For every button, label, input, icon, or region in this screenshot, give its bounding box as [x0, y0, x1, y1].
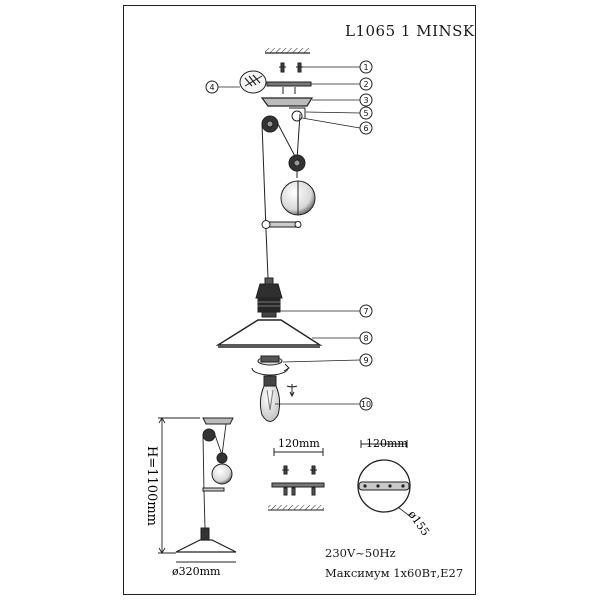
ceiling-hatch — [265, 48, 310, 54]
part-1-anchors — [279, 62, 303, 73]
callout-circle-7 — [359, 304, 373, 318]
plate-fasteners — [283, 487, 316, 496]
callout-circle-6 — [359, 121, 373, 135]
callout-circle-2 — [359, 77, 373, 91]
mounting-plate — [271, 482, 325, 488]
canopy-diameter-leader — [397, 506, 413, 519]
height-dimension-line — [158, 417, 200, 554]
callout-8: 8 — [363, 334, 368, 343]
callout-2: 2 — [363, 80, 368, 89]
crossbar-holes — [363, 484, 405, 488]
mount-spacing-label: 120mm — [278, 437, 320, 450]
counterweight — [280, 154, 316, 216]
callout-circle-4 — [205, 80, 219, 94]
part-5-pulley-hook — [289, 107, 306, 122]
callout-9: 9 — [363, 356, 368, 365]
height-label: H=1100mm — [144, 446, 159, 526]
callout-3: 3 — [363, 96, 368, 105]
callout-circle-1 — [359, 60, 373, 74]
canopy-crossbar — [358, 481, 410, 491]
part-4-terminal-block — [239, 70, 267, 94]
part-6-pulley-wheel — [261, 115, 279, 133]
assembled-view — [175, 417, 237, 553]
canopy-spacing-label: 120mm — [366, 437, 408, 450]
model-title: L1065 1 MINSK — [345, 22, 475, 40]
callout-leaders — [218, 66, 361, 405]
voltage-spec: 230V~50Hz — [325, 546, 396, 560]
part-8-shade — [215, 319, 323, 346]
part-7-lamp-holder — [255, 277, 283, 318]
mounting-screws — [282, 465, 317, 475]
part-10-bulb — [259, 375, 298, 422]
shade-diameter-label: ø320mm — [172, 565, 221, 578]
callout-4: 4 — [209, 83, 214, 92]
callout-circle-9 — [359, 353, 373, 367]
adjuster-arm — [261, 220, 302, 229]
callout-circle-8 — [359, 331, 373, 345]
part-2-mounting-bar — [266, 81, 312, 94]
callout-7: 7 — [363, 307, 368, 316]
pulley-cords — [261, 113, 301, 279]
callout-5: 5 — [363, 109, 368, 118]
part-3-canopy — [260, 97, 314, 107]
drawing-frame — [123, 5, 476, 595]
callout-circle-10 — [359, 397, 373, 411]
power-spec: Максимум 1х60Вт,Е27 — [325, 566, 464, 580]
part-9-ring — [251, 355, 290, 376]
callout-1: 1 — [363, 63, 368, 72]
callout-circle-3 — [359, 93, 373, 107]
ceiling-hatch-detail — [268, 505, 324, 511]
canopy-diameter-label: ø155 — [406, 508, 432, 538]
callout-6: 6 — [363, 124, 368, 133]
callout-10: 10 — [361, 400, 371, 409]
callout-circle-5 — [359, 106, 373, 120]
